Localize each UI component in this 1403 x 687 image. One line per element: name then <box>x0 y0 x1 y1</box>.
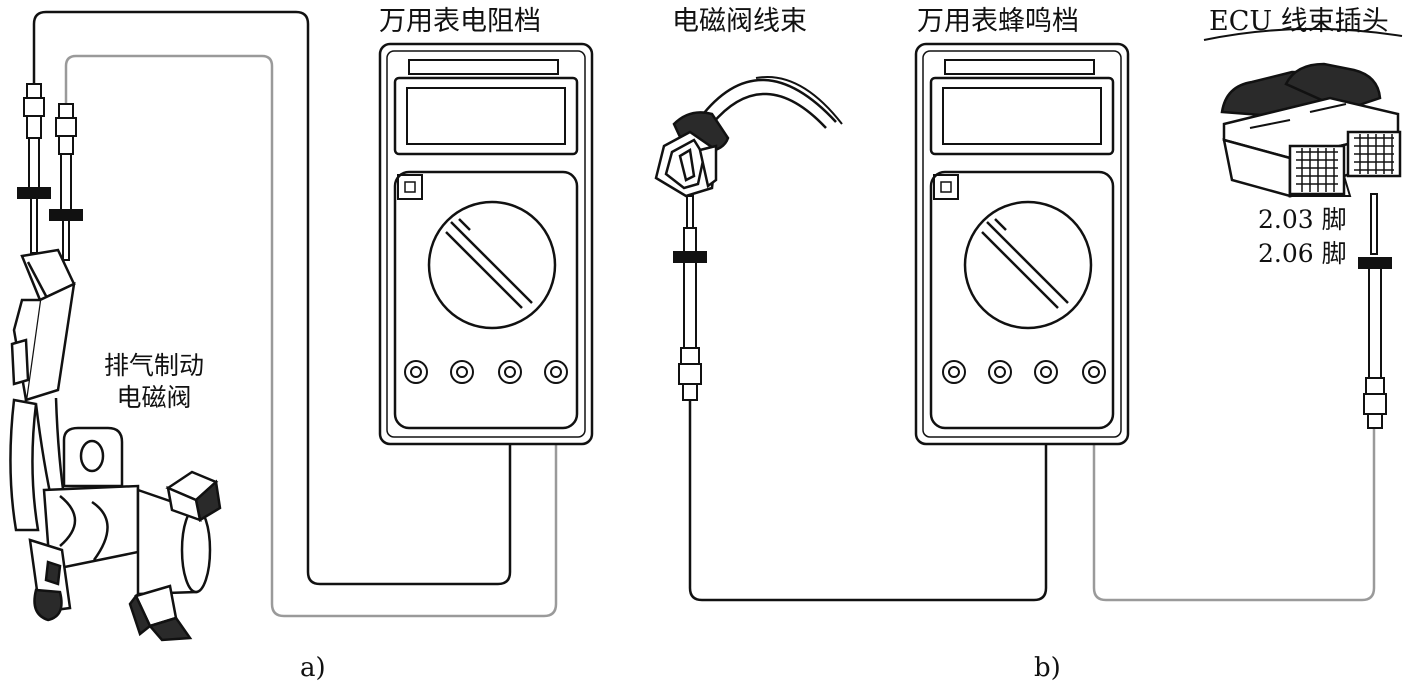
meter-a-jack-2[interactable] <box>450 360 474 384</box>
probe-harness-b <box>673 195 707 401</box>
valve-label-line1: 排气制动 <box>103 351 204 380</box>
meter-a-jack-4[interactable] <box>544 360 568 384</box>
multimeter-a <box>378 42 594 446</box>
ecu-title: ECU 线束插头 <box>1209 6 1389 37</box>
harness-title: 电磁阀线束 <box>672 6 807 37</box>
wire-black-a <box>32 10 512 586</box>
meter-a-title: 万用表电阻档 <box>379 6 541 37</box>
meter-a-jack-3[interactable] <box>498 360 522 384</box>
probe-grey-a <box>49 103 83 261</box>
meter-b-jack-3[interactable] <box>1034 360 1058 384</box>
pin-label-1: 2.03 脚 <box>1258 205 1347 234</box>
caption-a: a) <box>300 653 326 683</box>
multimeter-b <box>914 42 1130 446</box>
probe-black-a <box>17 83 51 254</box>
wire-grey-a <box>64 54 558 618</box>
meter-b-title: 万用表蜂鸣档 <box>917 6 1079 37</box>
exhaust-brake-solenoid-valve <box>9 248 222 642</box>
meter-a-jack-1[interactable] <box>404 360 428 384</box>
meter-b-jack-4[interactable] <box>1082 360 1106 384</box>
solenoid-harness-connector <box>654 76 843 198</box>
caption-b: b) <box>1034 653 1061 683</box>
valve-label-line2: 电磁阀 <box>116 383 192 412</box>
ecu-harness-connector <box>1203 27 1403 198</box>
wire-black-b <box>688 372 1048 602</box>
meter-b-jack-1[interactable] <box>942 360 966 384</box>
probe-ecu-b <box>1358 193 1392 429</box>
wire-grey-b <box>1092 372 1376 602</box>
meter-b-jack-2[interactable] <box>988 360 1012 384</box>
pin-label-2: 2.06 脚 <box>1258 239 1347 268</box>
